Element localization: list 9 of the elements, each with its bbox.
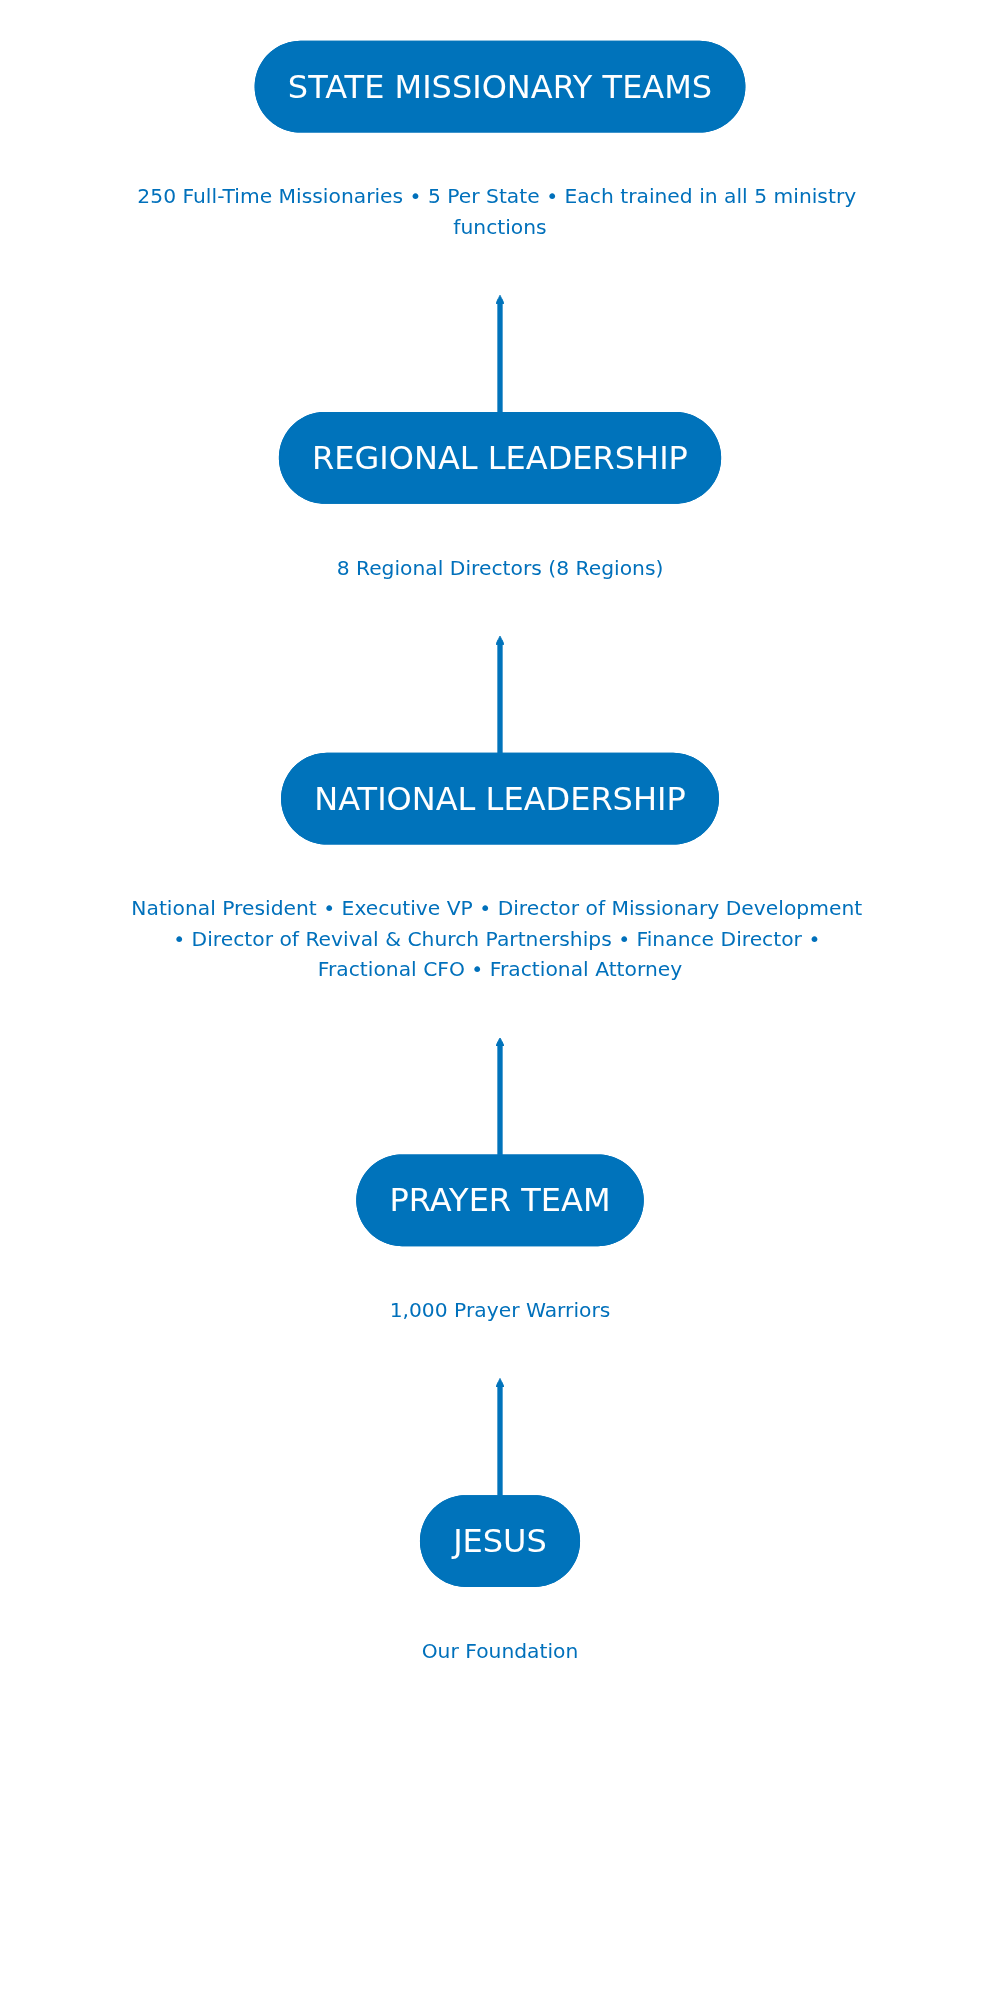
node-label: National President • Executive VP • Director of Missionary Development • Director of Revival & Church Partnerships • Finance Director • Fractional CFO • Fractional Attorney <box>131 896 863 981</box>
node-label: Our Foundation <box>421 1638 579 1663</box>
arrow <box>495 635 505 754</box>
node-label: 1,000 Prayer Warriors <box>389 1297 611 1322</box>
arrow <box>495 1377 505 1496</box>
arrow <box>495 1037 505 1155</box>
arrow <box>495 294 505 413</box>
node-label: 8 Regional Directors (8 Regions) <box>336 555 664 579</box>
node-label: 250 Full-Time Missionaries • 5 Per State • Each trained in all 5 ministry functions <box>137 184 857 239</box>
